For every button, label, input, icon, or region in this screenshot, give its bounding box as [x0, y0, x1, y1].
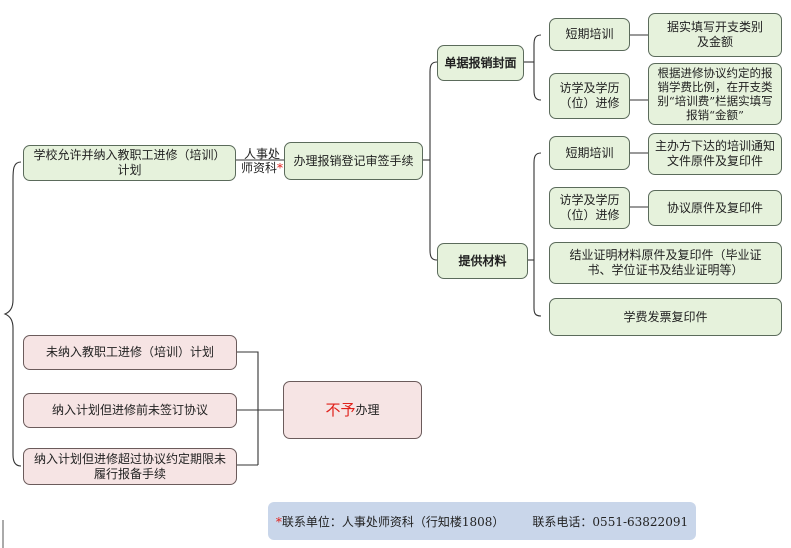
- contact-unit: *联系单位：人事处师资科（行知楼1808）: [276, 513, 505, 530]
- footer-asterisk: *: [275, 514, 282, 529]
- node-agreement-copy-text: 协议原件及复印件: [666, 200, 763, 215]
- edge-label-personnel: 人事处 师资科*: [239, 147, 285, 175]
- node-agreement-copy: 协议原件及复印件: [648, 190, 782, 226]
- node-cover-text: 单据报销封面: [444, 55, 517, 70]
- node-school-plan: 学校允许并纳入教职工进修（培训）计划: [23, 145, 236, 181]
- node-certificates-text: 结业证明材料原件及复印件（毕业证书、学位证书及结业证明等）: [569, 248, 762, 277]
- bracket-materials-subs: [533, 152, 542, 317]
- node-short-train-2: 短期培训: [549, 136, 630, 170]
- node-refuse: 不予办理: [283, 381, 422, 439]
- bracket-cover-subs: [533, 34, 542, 101]
- node-materials-text: 提供材料: [458, 253, 507, 268]
- node-no-agreement-text: 纳入计划但进修前未签订协议: [51, 403, 208, 417]
- node-refuse-rest-text: 办理: [355, 402, 380, 417]
- node-school-plan-text: 学校允许并纳入教职工进修（培训）计划: [33, 148, 226, 177]
- node-tuition-invoice-text: 学费发票复印件: [623, 309, 708, 324]
- node-short-train-1-text: 短期培训: [565, 27, 614, 41]
- node-visit-degree-2: 访学及学历（位）进修: [549, 187, 630, 229]
- node-visit-degree-1-text: 访学及学历（位）进修: [559, 81, 620, 110]
- node-certificates: 结业证明材料原件及复印件（毕业证书、学位证书及结业证明等）: [549, 242, 782, 284]
- node-short-train-2-text: 短期培训: [565, 145, 614, 160]
- node-handle-text: 办理报销登记审签手续: [293, 153, 414, 168]
- node-notice-docs-text: 主办方下达的培训通知文件原件及复印件: [654, 139, 775, 168]
- node-not-in-plan: 未纳入教职工进修（培训）计划: [23, 335, 237, 370]
- node-refuse-red-text: 不予: [325, 400, 356, 419]
- node-tuition-invoice: 学费发票复印件: [549, 298, 782, 336]
- node-cover: 单据报销封面: [437, 45, 524, 81]
- node-fill-expense: 据实填写开支类别及金额: [648, 13, 782, 57]
- node-agreement-note-text: 根据进修协议约定的报销学费比例，在开支类别“培训费”栏据实填写报销“金额”: [657, 66, 773, 122]
- node-notice-docs: 主办方下达的培训通知文件原件及复印件: [648, 133, 782, 175]
- contact-footer: *联系单位：人事处师资科（行知楼1808） 联系电话：0551-63822091: [268, 502, 696, 540]
- node-overdue-text: 纳入计划但进修超过协议约定期限未履行报备手续: [33, 451, 226, 481]
- node-visit-degree-2-text: 访学及学历（位）进修: [559, 193, 620, 222]
- node-fill-expense-text: 据实填写开支类别及金额: [666, 20, 763, 49]
- contact-unit-text: 联系单位：人事处师资科（行知楼1808）: [281, 514, 505, 529]
- bracket-cover-materials: [429, 61, 438, 261]
- node-handle-reimburse: 办理报销登记审签手续: [284, 142, 423, 180]
- edge-label-line1: 人事处: [243, 147, 280, 161]
- left-brace: [3, 161, 22, 467]
- edge-label-line2: 师资科: [240, 161, 277, 175]
- node-materials: 提供材料: [437, 243, 528, 279]
- contact-phone: 联系电话：0551-63822091: [532, 514, 689, 529]
- node-short-train-1: 短期培训: [549, 18, 630, 51]
- node-visit-degree-1: 访学及学历（位）进修: [549, 73, 630, 119]
- edge-asterisk: *: [277, 161, 283, 175]
- bracket-refuse: [237, 351, 283, 466]
- node-not-in-plan-text: 未纳入教职工进修（培训）计划: [45, 345, 214, 359]
- node-agreement-note: 根据进修协议约定的报销学费比例，在开支类别“培训费”栏据实填写报销“金额”: [648, 63, 782, 125]
- node-overdue: 纳入计划但进修超过协议约定期限未履行报备手续: [23, 448, 237, 485]
- node-no-agreement: 纳入计划但进修前未签订协议: [23, 393, 237, 428]
